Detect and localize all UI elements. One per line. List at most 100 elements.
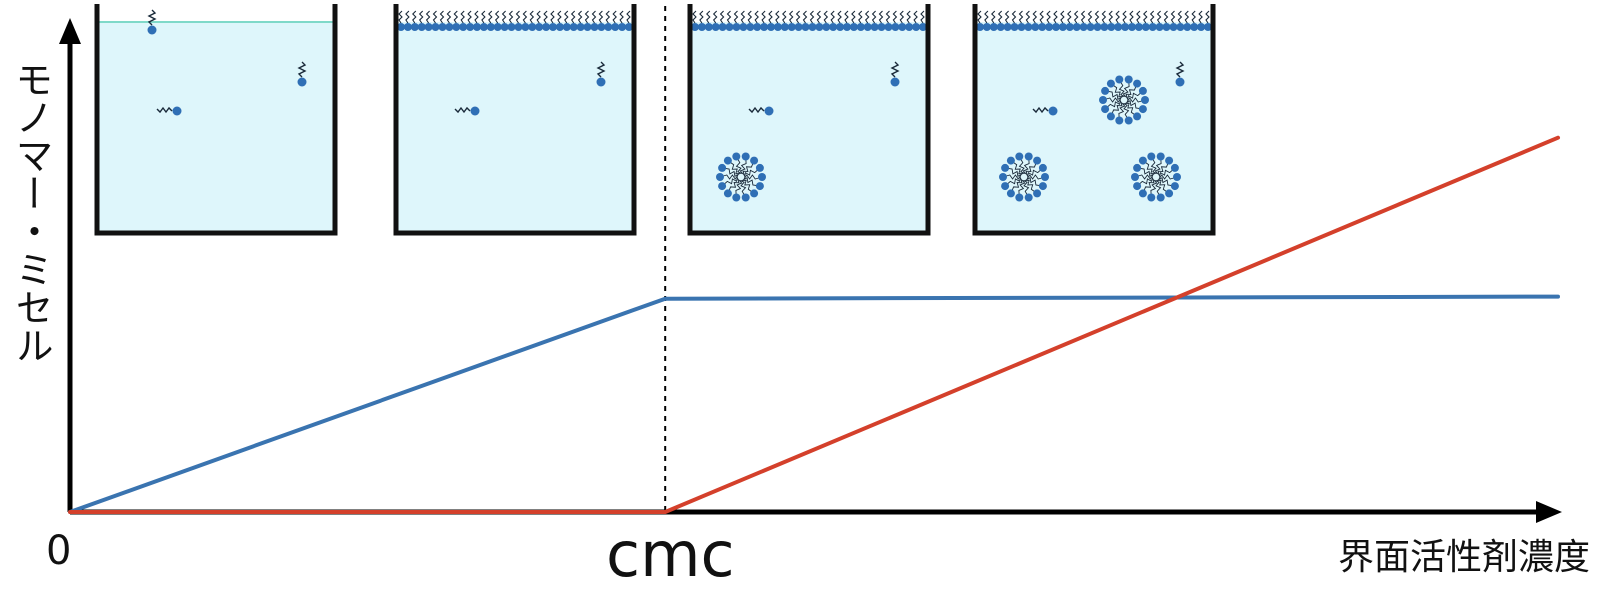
surface-monolayer-head <box>912 23 921 31</box>
micelle-head <box>1015 193 1024 202</box>
beaker-wall <box>687 4 931 236</box>
surface-monolayer-tail <box>1032 10 1038 24</box>
surface-monolayer-head <box>1045 23 1054 31</box>
free-monomer-tail <box>454 106 471 114</box>
surface-monolayer-tail <box>1170 10 1176 24</box>
micelle-tail <box>1125 83 1138 100</box>
micelle-head <box>1033 156 1042 165</box>
surface-monolayer-tail <box>1039 10 1044 24</box>
x-axis-label: 界面活性剤濃度 <box>1337 537 1590 578</box>
micelle-head <box>1170 182 1179 191</box>
micelle-line <box>68 135 1560 514</box>
surface-monolayer-head <box>410 23 419 31</box>
surface-monolayer-head <box>479 23 488 31</box>
surface-monolayer-head <box>843 23 851 31</box>
surface-monolayer-head <box>1204 23 1212 31</box>
surface-monolayer-tail <box>481 10 486 24</box>
free-monomer-head <box>764 106 774 116</box>
surface-monolayer-tail <box>591 10 597 24</box>
surface-monolayer-head <box>732 23 741 31</box>
surface-monolayer-tail <box>885 10 891 24</box>
micelle-tail <box>1022 179 1030 198</box>
surface-monolayer-head <box>1031 23 1040 31</box>
surface-monolayer-head <box>718 23 727 31</box>
surface-monolayer-head <box>1169 23 1178 31</box>
surface-monolayer-head <box>725 23 734 31</box>
surface-monolayer-tail <box>1156 10 1162 24</box>
micelle-head <box>1106 112 1115 121</box>
surface-monolayer-tail <box>605 10 611 24</box>
micelle-head <box>1165 156 1174 165</box>
micelle-tail <box>1027 167 1044 178</box>
surface-monolayer-tail <box>747 10 753 24</box>
surface-monolayer-tail <box>626 10 631 24</box>
surface-monolayer-head <box>1065 23 1074 31</box>
surface-monolayer-head <box>1086 23 1095 31</box>
surface-monolayer-head <box>905 23 914 31</box>
surface-monolayer-tail <box>1198 10 1203 24</box>
surface-monolayer-tail <box>543 10 548 24</box>
micelle-tail <box>741 179 755 194</box>
free-monomer-head <box>147 25 157 35</box>
surface-monolayer-tail <box>557 10 562 24</box>
micelle <box>1099 75 1149 125</box>
micelle-head <box>732 152 741 161</box>
micelle-tail <box>735 179 743 198</box>
free-monomer-tail <box>1175 61 1185 78</box>
free-monomer <box>156 106 182 116</box>
micelle-tail <box>1124 102 1138 117</box>
surface-monolayer-head <box>466 23 475 31</box>
surface-monolayer-head <box>625 23 633 31</box>
surface-monolayer-tail <box>719 10 725 24</box>
micelle-tail <box>1005 167 1023 178</box>
surface-monolayer-tail <box>775 10 780 24</box>
surface-monolayer-head <box>569 23 578 31</box>
surface-monolayer-head <box>1155 23 1164 31</box>
micelle-tail <box>1110 83 1124 98</box>
surface-monolayer-head <box>691 23 699 31</box>
beaker-1 <box>94 4 338 236</box>
micelle-tail <box>1024 179 1038 194</box>
surface-monolayer-tail <box>529 10 535 24</box>
surface-monolayer-tail <box>1025 10 1031 24</box>
surface-monolayer-head <box>1010 23 1019 31</box>
free-monomer-head <box>1175 77 1185 87</box>
surface-monolayer-head <box>794 23 803 31</box>
surface-monolayer-head <box>576 23 585 31</box>
micelle-tail <box>1142 160 1156 175</box>
micelle-head <box>1006 156 1015 165</box>
surface-monolayer-tail <box>809 10 815 24</box>
surface-monolayer-head <box>611 23 620 31</box>
surface-monolayer-tail <box>740 10 746 24</box>
micelle-head <box>1001 163 1010 172</box>
surface-monolayer-head <box>1017 23 1026 31</box>
surface-monolayer-head <box>891 23 900 31</box>
surface-monolayer-tail <box>1122 10 1127 24</box>
surface-monolayer-head <box>493 23 502 31</box>
surface-monolayer-head <box>982 23 991 31</box>
micelle-tail <box>1025 160 1038 177</box>
micelle-tail <box>1122 79 1130 98</box>
micelle-tail <box>1154 179 1162 198</box>
micelle-head <box>716 173 724 181</box>
surface-monolayer-head <box>1148 23 1157 31</box>
free-monomer-tail <box>297 61 307 78</box>
micelle-head <box>1165 189 1174 198</box>
surface-monolayer-head <box>583 23 592 31</box>
surface-monolayer-tail <box>871 10 877 24</box>
micelle-head <box>1124 116 1133 125</box>
micelle-head <box>741 152 750 161</box>
micelle-tail <box>1159 167 1176 178</box>
surface-monolayer <box>691 10 927 31</box>
micelle-tail <box>1018 179 1026 198</box>
surface-monolayer-head <box>1003 23 1012 31</box>
surface-monolayer-head <box>528 23 537 31</box>
micelle-head <box>1106 79 1115 88</box>
free-monomer-head <box>470 106 480 116</box>
surface-monolayer-head <box>445 23 454 31</box>
surface-monolayer-tail <box>726 10 732 24</box>
surface-monolayer-head <box>1176 23 1185 31</box>
micelle-head <box>1133 163 1142 172</box>
free-monomer-head <box>890 77 900 87</box>
